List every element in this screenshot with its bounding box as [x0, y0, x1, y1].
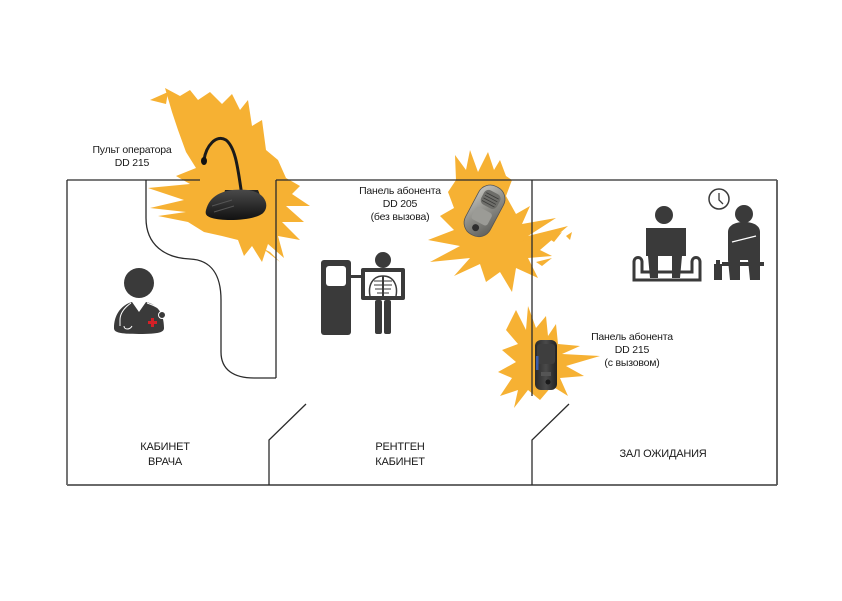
- label-line: ВРАЧА: [147, 456, 183, 468]
- label-line: DD 215: [614, 344, 650, 356]
- label-line: DD 215: [114, 157, 150, 169]
- label-operator-console: Пульт оператора DD 215: [76, 144, 188, 170]
- label-panel-dd205: Панель абонента DD 205 (без вызова): [340, 185, 460, 224]
- label-line: (с вызовом): [604, 357, 660, 369]
- doctor-icon: [114, 268, 166, 334]
- call-panel-icon: [535, 340, 557, 390]
- wall-doctor-xray-lower: [268, 403, 307, 485]
- room-label-doctor: КАБИНЕТ ВРАЧА: [110, 440, 220, 470]
- label-line: (без вызова): [370, 211, 430, 223]
- room-label-waiting: ЗАЛ ОЖИДАНИЯ: [600, 447, 726, 462]
- desk-microphone-icon: [201, 137, 267, 220]
- label-panel-dd215: Панель абонента DD 215 (с вызовом): [572, 331, 692, 370]
- xray-icon: [321, 252, 405, 335]
- splash-panel-dd205: [428, 150, 572, 292]
- intercom-panel-icon: [463, 184, 506, 238]
- label-line: КАБИНЕТ: [375, 456, 425, 468]
- room-label-xray: РЕНТГЕН КАБИНЕТ: [345, 440, 455, 470]
- label-line: Панель абонента: [591, 331, 673, 343]
- label-line: КАБИНЕТ: [140, 441, 190, 453]
- label-line: DD 205: [382, 198, 418, 210]
- label-line: РЕНТГЕН: [375, 441, 425, 453]
- desk-outline: [145, 180, 276, 379]
- walls: [66, 179, 778, 486]
- label-line: Пульт оператора: [92, 144, 172, 156]
- splash-operator: [148, 88, 310, 262]
- clock-icon: [708, 188, 730, 210]
- label-line: Панель абонента: [359, 185, 441, 197]
- label-line: ЗАЛ ОЖИДАНИЯ: [619, 448, 707, 460]
- waiting-people-icon: [632, 188, 764, 282]
- wall-xray-waiting-lower: [531, 403, 570, 485]
